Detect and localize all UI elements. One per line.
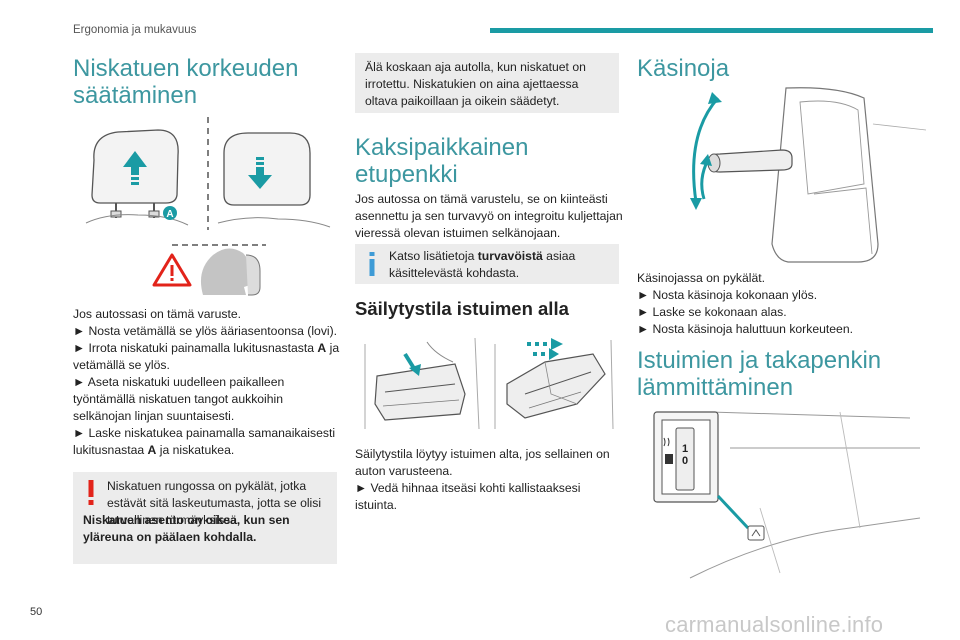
storage-text: Säilytystila löytyy istuimen alta, jos s…	[355, 446, 621, 514]
no-headrest-warning-text: Älä koskaan aja autolla, kun niskatuet o…	[365, 60, 586, 108]
info-icon	[369, 252, 375, 276]
page-title-line2: säätäminen	[73, 81, 198, 109]
armrest-step-2: Laske se kokonaan alas.	[637, 304, 927, 321]
storage-heading: Säilytystila istuimen alla	[355, 298, 569, 319]
bench-title: Kaksipaikkainen etupenkki	[355, 134, 529, 189]
armrest-para: Käsinojassa on pykälät.	[637, 271, 766, 285]
armrest-title: Käsinoja	[637, 55, 730, 82]
armrest-text: Käsinojassa on pykälät. Nosta käsinoja k…	[637, 270, 927, 338]
warning-triangle-icon	[152, 253, 192, 287]
storage-figure	[355, 334, 619, 439]
step-refit: Aseta niskatuki uudelleen paikalleen työ…	[73, 374, 341, 425]
switch-top-label: 1	[682, 443, 688, 455]
exclamation-icon	[88, 480, 94, 505]
headrest-figure: A	[85, 117, 331, 296]
page-title-line1: Niskatuen korkeuden	[73, 55, 299, 82]
arrow-up-icon	[123, 151, 147, 185]
bench-title-line1: Kaksipaikkainen	[355, 134, 529, 161]
figure-label-a: A	[166, 209, 173, 220]
armrest-step-3: Nosta käsinoja haluttuun korkeuteen.	[637, 321, 927, 338]
step-lower: Laske niskatukea painamalla samanaikaise…	[73, 425, 341, 459]
headrest-warning-box: Niskatuen rungossa on pykälät, jotka est…	[73, 472, 337, 564]
tilt-arrows-icon	[527, 338, 563, 360]
headrest-instructions: Jos autossasi on tämä varuste. Nosta vet…	[73, 306, 341, 459]
armrest-step-1: Nosta käsinoja kokonaan ylös.	[637, 287, 927, 304]
step-remove: Irrota niskatuki painamalla lukitusnasta…	[73, 340, 341, 374]
arrow-down-icon	[248, 157, 272, 189]
page-title: Niskatuen korkeuden säätäminen	[73, 55, 299, 110]
header-bar	[490, 28, 933, 33]
step-raise: Nosta vetämällä se ylös ääriasentoonsa (…	[73, 323, 341, 340]
head-silhouette-icon	[200, 248, 261, 296]
heating-title-line2: lämmittäminen	[637, 373, 794, 401]
warning-bold-text: Niskatuen asento on oikea, kun sen yläre…	[83, 513, 290, 544]
bench-text: Jos autossa on tämä varustelu, se on kii…	[355, 192, 623, 240]
strap-arrow-icon	[403, 352, 421, 376]
watermark: carmanualsonline.info	[665, 612, 884, 637]
heating-title-line1: Istuimien ja takapenkin	[637, 347, 882, 374]
storage-step: Vedä hihnaa itseäsi kohti kallistaaksesi…	[355, 480, 621, 514]
bench-title-line2: etupenkki	[355, 160, 458, 188]
armrest-rotation-arrow-icon	[690, 92, 722, 210]
seat-heating-figure: 1 0	[653, 411, 921, 579]
seatbelt-info-text: Katso lisätietoja turvavöistä asiaa käsi…	[389, 249, 576, 280]
storage-para: Säilytystila löytyy istuimen alta, jos s…	[355, 447, 610, 478]
seatbelt-info-box: Katso lisätietoja turvavöistä asiaa käsi…	[355, 244, 619, 284]
armrest-figure	[690, 87, 927, 263]
heating-title: Istuimien ja takapenkin lämmittäminen	[637, 347, 882, 402]
no-headrest-warning-box: Älä koskaan aja autolla, kun niskatuet o…	[355, 53, 619, 113]
switch-bottom-label: 0	[682, 455, 688, 467]
seat-heater-icon	[663, 437, 673, 464]
intro-text: Jos autossasi on tämä varuste.	[73, 307, 242, 321]
seat-heater-button-icon	[747, 525, 765, 541]
warning-text: Niskatuen rungossa on pykälät, jotka est…	[107, 479, 322, 527]
section-label: Ergonomia ja mukavuus	[73, 24, 197, 36]
page-number: 50	[30, 606, 43, 618]
